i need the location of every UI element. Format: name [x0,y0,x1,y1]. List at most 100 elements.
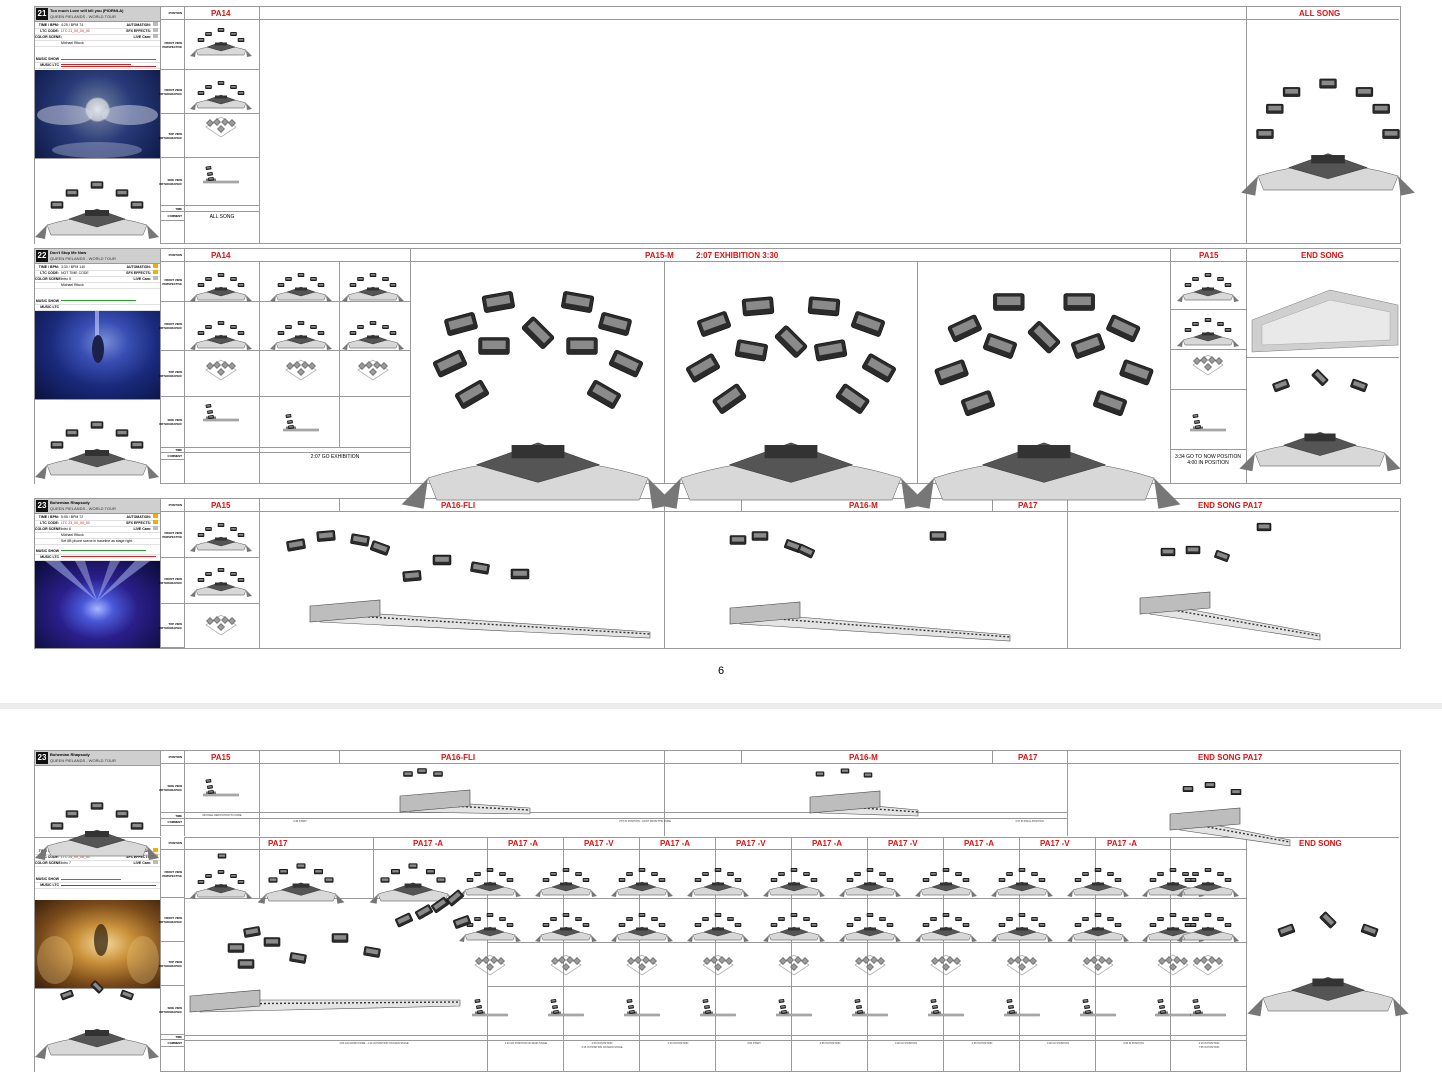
position-label: PA16-M [849,501,878,510]
small-comment: 4:37 IN FINAL POSITION [1015,820,1044,823]
position-label: ALL SONG [1299,9,1341,18]
label-front-persp: FRONT VIEW PERSPECTIVE [160,20,184,70]
small-comment: 4:00 IN POSITION [591,1042,613,1045]
song-title-bar: 21 Too much Love will kill you (PIORNLA)… [35,7,160,22]
song-number: 23 [36,500,48,512]
tour-name: QUEEN PIELANDS - WORLD TOUR [50,256,116,261]
stage-photo-performer [35,311,160,399]
comment-text: ALL SONG [209,214,235,220]
small-comment: 4:06 GO POSITION [1046,1042,1070,1045]
position-label: PA16-FLI [441,501,476,510]
tour-name: QUEEN PIELANDS - WORLD TOUR [50,506,116,511]
sheet-23: 23 Bohemian Rhapsody QUEEN PIELANDS - WO… [34,498,1401,649]
music-ltc-bar [61,556,156,557]
label-top-view: TOP VIEW ORTHOGRAPHIC [159,942,184,986]
position-label: PA17 -V [888,839,918,848]
small-comment: 4:00 GO DOWN CORE - 1:40 IN POSITION ON … [339,1042,409,1045]
music-ltc-bar [61,64,131,65]
small-comment: 3:55 IN POSITION [819,1042,841,1045]
label-front-ortho: FRONT VIEW ORTHOGRAPHIC [159,302,184,351]
song-title: Don't Stop Me Now [50,250,87,255]
song-number: 21 [36,8,48,20]
music-ltc-row: MUSIC LTC [35,304,160,311]
song-title: Bohemian Rhapsody [50,752,90,757]
light-beams-graphic [45,561,150,601]
position-label: PA15 [211,753,231,762]
music-show-row: MUSIC SHOW [35,56,160,63]
song-header: 21 Too much Love will kill you (PIORNLA)… [35,7,161,244]
stage-photo-gold [35,900,160,988]
credit-row: Michael Rituck [35,40,160,47]
stage-render-preview [35,765,160,837]
note-row: Set 6B phone scene in baseline as stage … [35,538,160,545]
credit-row: Michael Rituck [35,282,160,289]
row-label-column: POSITION FRONT VIEW PERSPECTIVE FRONT VI… [159,249,185,483]
sheet-22: 22 Don't Stop Me Now QUEEN PIELANDS - WO… [34,248,1401,484]
position-label: PA17 -V [584,839,614,848]
label-time: TIME [160,1035,184,1040]
small-comment: 4:36 IN POSITION [971,1042,993,1045]
stage-photo-moon [35,70,160,158]
comment-text: 3:34 GO TO NOW POSITION [1175,454,1241,460]
credit-row: Michael Rituck [35,532,160,539]
music-ltc-bar-2 [61,66,156,67]
label-front-persp: FRONT VIEW PERSPECTIVE [160,850,184,898]
song-title-bar: 23 Bohemian Rhapsody QUEEN PIELANDS - WO… [35,751,160,766]
row-label-column: POSITION SIDE VIEW ORTHOGRAPHIC TIME COM… [159,751,185,836]
song-header: 23 Bohemian Rhapsody QUEEN PIELANDS - WO… [35,751,161,837]
sheet-21: 21 Too much Love will kill you (PIORNLA)… [34,6,1401,244]
label-comment: COMMENT [160,819,184,826]
label-comment: COMMENT [160,453,184,460]
label-position: POSITION [160,7,184,20]
small-comment: 3:15 IN POSITION ON MAIN STAGE [581,1046,623,1049]
song-header: 23 Bohemian Rhapsody QUEEN PIELANDS - WO… [35,499,161,648]
row-label-column: POSITION FRONT VIEW PERSPECTIVE FRONT VI… [159,7,185,243]
label-side-view: SIDE VIEW ORTHOGRAPHIC [159,158,184,206]
small-comment: 4:06 GO POSITION [894,1042,918,1045]
label-side-view: SIDE VIEW ORTHOGRAPHIC [159,397,184,448]
label-top-view: TOP VIEW ORTHOGRAPHIC [159,114,184,158]
music-show-bar [61,300,136,301]
label-position: POSITION [160,499,184,512]
label-top-view: TOP VIEW ORTHOGRAPHIC [159,351,184,397]
song-number: 23 [36,752,48,764]
label-front-ortho: FRONT VIEW ORTHOGRAPHIC [159,898,184,942]
page-number: 6 [717,665,725,677]
sheet-23-continued: 23 Bohemian Rhapsody QUEEN PIELANDS - WO… [34,750,1401,1073]
gold-scene-graphic [37,924,159,984]
label-position: POSITION [160,837,184,850]
label-position: POSITION [160,751,184,764]
comment-text: 2:07 GO EXHIBITION [310,454,360,460]
song-title: Too much Love will kill you (PIORNLA) [50,8,124,13]
label-time: TIME [160,206,184,212]
music-show-row: MUSIC SHOW [35,548,160,555]
position-label: PA17 -V [736,839,766,848]
position-label: PA17 -V [1040,839,1070,848]
label-time: TIME [160,448,184,453]
tour-name: QUEEN PIELANDS - WORLD TOUR [50,14,116,19]
music-ltc-row: MUSIC LTC [35,554,160,561]
label-front-persp: FRONT VIEW PERSPECTIVE [160,512,184,558]
position-label: PA17 -A [413,839,444,848]
label-top-view: TOP VIEW ORTHOGRAPHIC [159,604,184,648]
small-comment: 4:10 IN POSITION [1198,1042,1220,1045]
position-label: PA16-FLI [441,753,476,762]
small-comment: 4:36 IN POSITION [1123,1042,1144,1045]
song-number: 22 [36,250,48,262]
position-label: END SONG [1301,251,1344,260]
tour-name: QUEEN PIELANDS - WORLD TOUR [50,758,116,763]
position-label: PA17 [268,839,288,848]
music-show-bar [61,59,156,60]
song-title: Bohemian Rhapsody [50,500,90,505]
stage-photo-lights [35,561,160,648]
page-separator [0,703,1442,709]
position-label: END SONG PA17 [1198,753,1263,762]
stage-render-preview [35,158,160,244]
